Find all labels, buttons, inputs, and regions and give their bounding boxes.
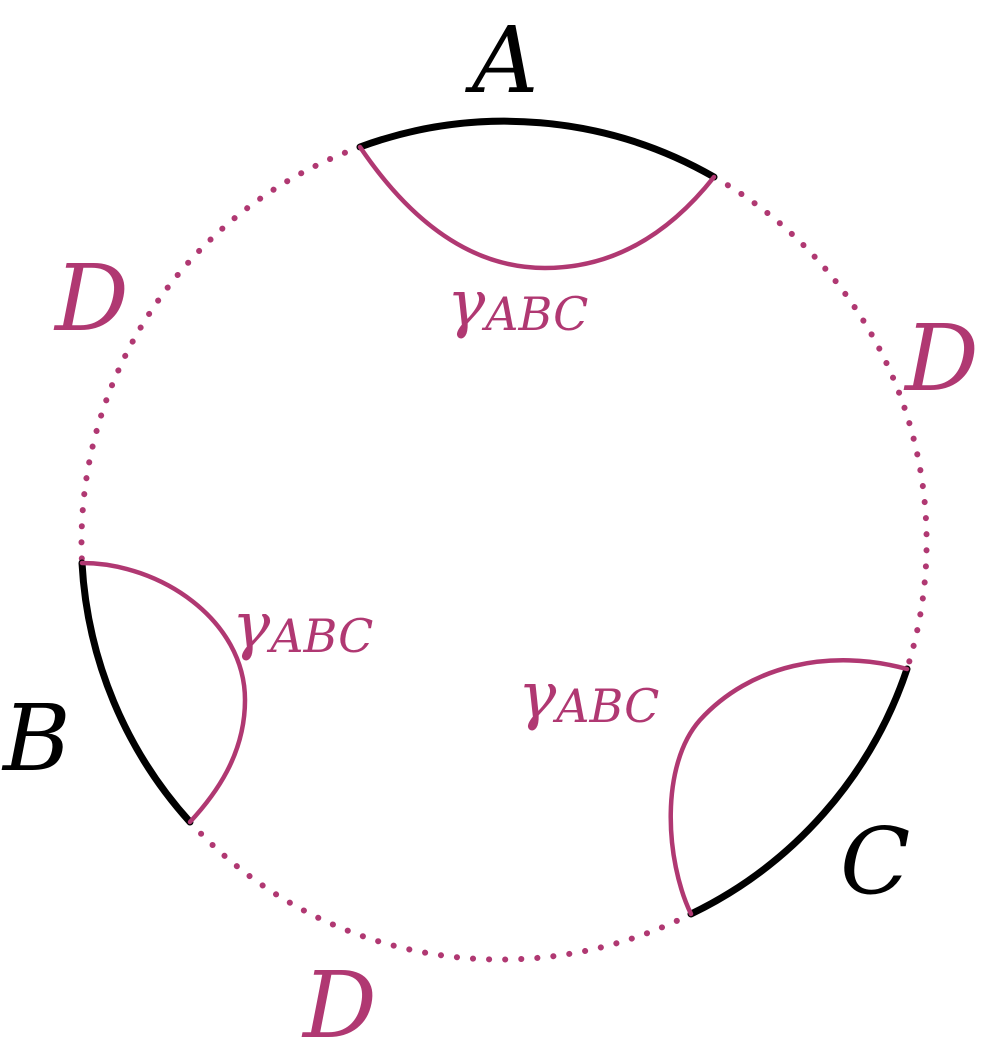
gamma-subscript: ABC <box>481 287 588 341</box>
dotted-arc-bottom <box>187 819 694 963</box>
gamma-symbol: γ <box>447 267 486 341</box>
label-b: B <box>1 685 71 792</box>
gamma-subscript: ABC <box>266 609 373 663</box>
gamma-label-left: γABC <box>232 589 373 663</box>
gamma-label-top: γABC <box>447 267 588 341</box>
geodesic-c <box>668 658 910 917</box>
label-a: A <box>464 7 538 114</box>
dotted-arc-top-right <box>711 174 930 672</box>
geodesics <box>79 144 910 917</box>
dotted-arc-top-left <box>78 144 363 566</box>
geodesic-a <box>357 144 717 271</box>
label-d-top-left: D <box>53 245 129 352</box>
boundary-arc-a <box>356 117 718 181</box>
boundary-regions <box>78 117 911 918</box>
geodesic-b <box>79 560 248 825</box>
gamma-label-right: γABC <box>518 659 659 733</box>
gamma-symbol: γ <box>232 589 271 663</box>
label-c: C <box>840 808 910 915</box>
gamma-symbol: γ <box>518 659 557 733</box>
boundary-arc-b <box>78 559 194 826</box>
label-d-bottom: D <box>301 952 377 1050</box>
label-d-right: D <box>903 305 979 412</box>
gamma-subscript: ABC <box>552 679 659 733</box>
region-d-boundary <box>78 144 930 963</box>
boundary-arc-c <box>687 665 911 918</box>
